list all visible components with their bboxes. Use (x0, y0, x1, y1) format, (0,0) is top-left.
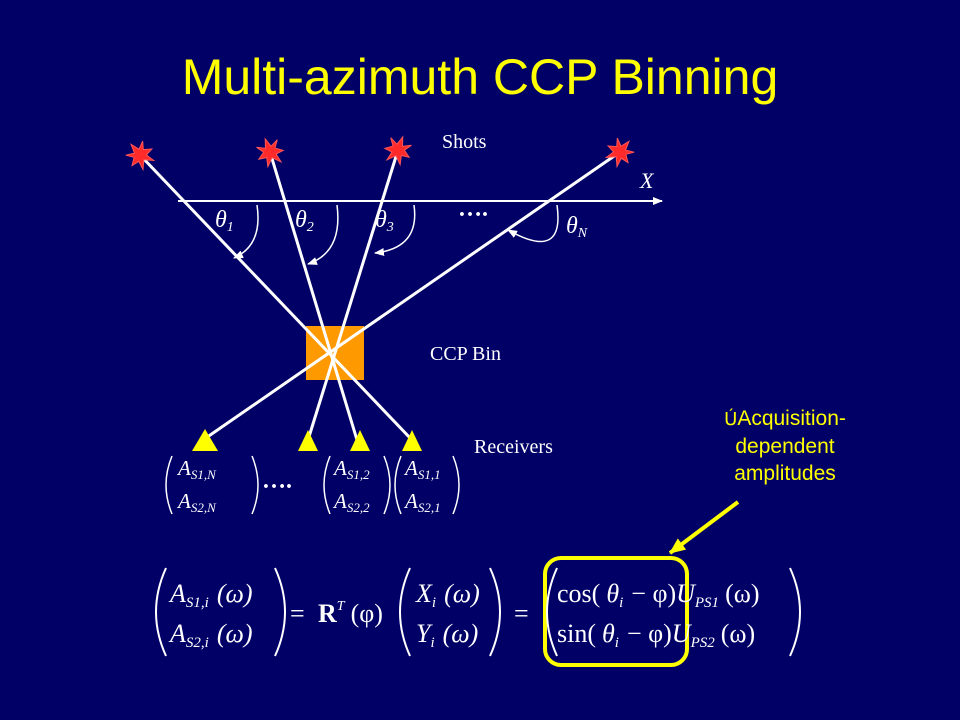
theta-N-label: θN (566, 213, 588, 241)
annotation-line2: dependent (735, 435, 835, 458)
receivers-label: Receivers (474, 436, 553, 458)
receiver-vector-N-bottom: AS2,N (176, 489, 217, 515)
angle-arc-N (507, 204, 559, 243)
annotation-arrow (668, 500, 740, 555)
shot-burst-icon (604, 137, 635, 169)
angle-arc-3 (374, 204, 416, 256)
equation: AS1,i(ω) AS2,i(ω) = RT(φ) Xi(ω) Yi(ω) = … (155, 567, 801, 657)
theta-2-label: θ2 (295, 207, 314, 235)
receivers-ellipsis: …. (262, 468, 292, 494)
annotation-acquisition-dependent: ÚAcquisition- dependent amplitudes (700, 405, 870, 487)
receivers-group (192, 429, 422, 451)
ccp-bin-label: CCP Bin (430, 343, 501, 365)
shot-burst-icon (383, 135, 412, 167)
equals-2: = (514, 599, 529, 628)
receiver-vector-brackets (165, 455, 460, 515)
equation-brackets (155, 567, 801, 657)
receiver-vector-1-top: AS1,1 (403, 456, 441, 482)
annotation-line1: Acquisition- (737, 407, 846, 430)
receiver-triangle-icon (402, 430, 422, 451)
theta-1-label: θ1 (215, 207, 234, 235)
annotation-line3: amplitudes (734, 462, 836, 485)
shots-label: Shots (442, 131, 487, 153)
annotation-bullet: Ú (724, 409, 738, 430)
x-axis-label: X (639, 168, 655, 193)
receiver-vector-2-bottom: AS2,2 (332, 489, 370, 515)
ray-shotN (202, 150, 621, 442)
angle-arcs (233, 204, 559, 265)
receiver-vector-N-top: AS1,N (176, 456, 217, 482)
shot-burst-icon (256, 137, 285, 169)
ray-shot1 (138, 153, 414, 442)
receiver-triangle-icon (192, 429, 218, 451)
highlight-box (543, 556, 689, 667)
x-component: Xi(ω) (415, 579, 480, 611)
angle-arc-2 (307, 204, 339, 265)
angle-arc-1 (233, 204, 259, 259)
receiver-vectors: AS1,N AS2,N AS1,2 AS2,2 AS1,1 AS2,1 …. (176, 456, 441, 515)
shots-group (125, 135, 635, 172)
equals-1: = (290, 599, 305, 628)
cos-term: cos(θi− φ)UPS1(ω) (557, 579, 760, 611)
receiver-vector-2-top: AS1,2 (332, 456, 370, 482)
ray-shot2 (268, 151, 359, 441)
ray-paths (138, 149, 621, 442)
sin-term: sin(θi− φ)UPS2(ω) (557, 619, 755, 651)
lhs-bottom: AS2,i(ω) (168, 619, 253, 651)
shots-ellipsis: …. (458, 196, 488, 222)
angle-labels: θ1 θ2 θ3 θN (215, 207, 588, 241)
y-component: Yi(ω) (416, 619, 478, 651)
rotation-matrix: RT(φ) (318, 599, 383, 628)
receiver-vector-1-bottom: AS2,1 (403, 489, 441, 515)
theta-3-label: θ3 (375, 207, 394, 235)
shot-burst-icon (125, 140, 156, 172)
receiver-triangle-icon (298, 430, 318, 451)
lhs-top: AS1,i(ω) (168, 579, 253, 611)
ray-shot3 (306, 149, 400, 441)
receiver-triangle-icon (350, 430, 370, 451)
slide-title: Multi-azimuth CCP Binning (181, 49, 779, 105)
